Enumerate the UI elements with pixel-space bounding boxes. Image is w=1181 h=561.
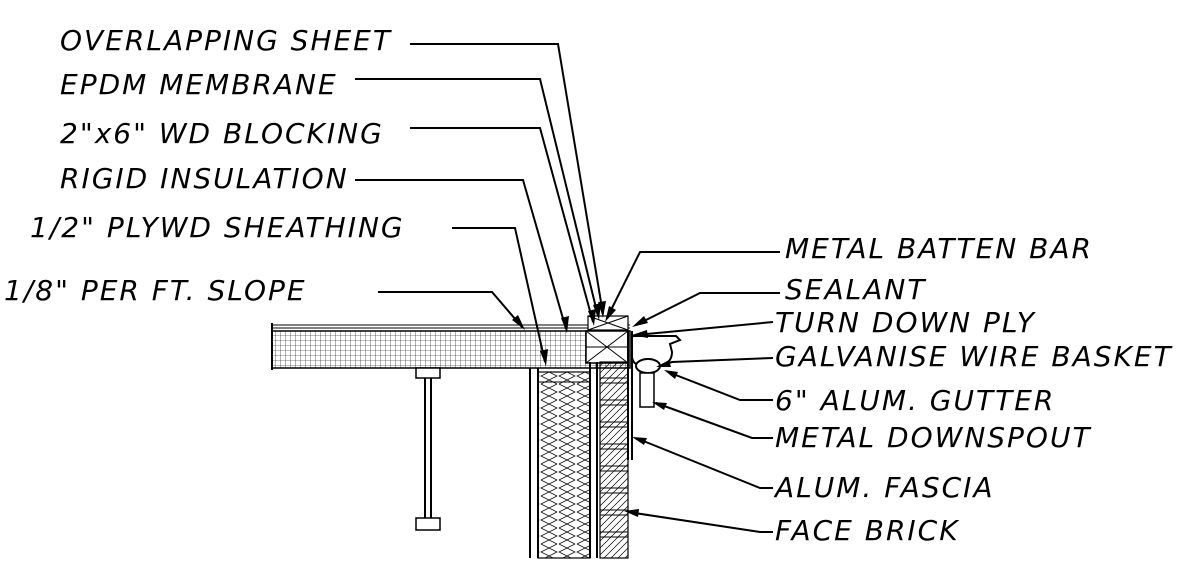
gutter [631, 335, 682, 374]
label-alum-fascia: ALUM. FASCIA [773, 471, 995, 504]
downspout [639, 372, 655, 408]
label-alum-gutter: 6" ALUM. GUTTER [775, 384, 1055, 417]
exterior-wall [529, 331, 633, 559]
leaders-right [605, 251, 780, 533]
label-overlapping-sheet: OVERLAPPING SHEET [60, 24, 392, 57]
label-epdm-membrane: EPDM MEMBRANE [60, 68, 338, 101]
steel-post [415, 367, 441, 531]
label-rigid-insulation: RIGID INSULATION [60, 162, 349, 195]
label-wd-blocking: 2"x6" WD BLOCKING [60, 117, 384, 150]
leaders-left [355, 43, 606, 366]
roof-deck [271, 323, 631, 370]
label-face-brick: FACE BRICK [775, 514, 960, 547]
label-turn-down-ply: TURN DOWN PLY [775, 306, 1036, 339]
label-metal-batten-bar: METAL BATTEN BAR [785, 232, 1093, 265]
label-wire-basket: GALVANISE WIRE BASKET [775, 340, 1173, 373]
wood-blocking [585, 315, 629, 364]
label-sealant: SEALANT [785, 273, 926, 306]
label-plywd-sheathing: 1/2" PLYWD SHEATHING [30, 211, 405, 244]
label-slope: 1/8" PER FT. SLOPE [4, 274, 307, 307]
label-metal-downspout: METAL DOWNSPOUT [775, 421, 1092, 454]
